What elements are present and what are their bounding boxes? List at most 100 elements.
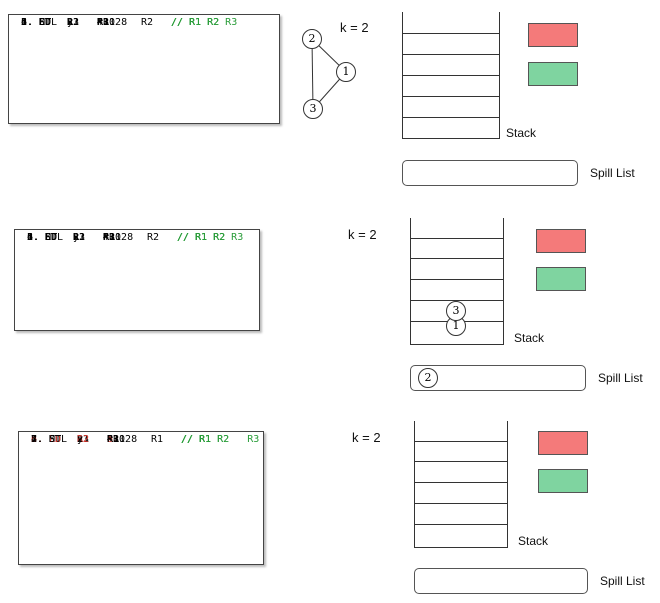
code-op: MUL — [49, 434, 68, 445]
code-b: *R1 — [103, 232, 122, 243]
code-op: ST — [39, 17, 52, 28]
code-op: MUL — [39, 17, 58, 28]
code-num: 6. — [31, 434, 44, 445]
code-num: 4. — [31, 434, 44, 445]
code-a: R1 — [67, 17, 80, 28]
code-a: a — [77, 434, 84, 445]
code-comment: // — [181, 434, 194, 445]
code-b: R1 — [97, 17, 110, 28]
stack-label: Stack — [514, 331, 545, 345]
code-b: R1 — [103, 232, 116, 243]
k-label: k = 2 — [348, 227, 377, 242]
code-b: *R1 — [97, 17, 116, 28]
code-num: 1. — [27, 232, 40, 243]
code-num: 2. — [31, 434, 44, 445]
code-b: a — [107, 434, 114, 445]
code-num: 8. — [31, 434, 44, 445]
code-op: ST — [49, 434, 62, 445]
code-comment: // R1 R2 R3 — [177, 232, 244, 243]
code-a: z — [73, 232, 80, 243]
register-color-green — [538, 469, 588, 493]
code-a: R3 — [73, 232, 86, 243]
code-comment: // R1 R2 — [171, 17, 220, 28]
code-b: R1 — [107, 434, 120, 445]
code-a: R2 — [67, 17, 80, 28]
code-comment: // R1 R2 — [181, 434, 230, 445]
code-comment: // — [177, 232, 190, 243]
code-a: y — [73, 232, 80, 243]
code-a: x — [77, 434, 84, 445]
spill-list-label: Spill List — [598, 371, 643, 385]
code-op: LD — [45, 232, 58, 243]
code-comment: // — [171, 17, 184, 28]
code-a: z — [67, 17, 74, 28]
code-b: R3 — [103, 232, 116, 243]
code-op: ST — [45, 232, 58, 243]
code-op: ST — [45, 232, 58, 243]
code-comment: // R1 R2 R3 — [171, 17, 238, 28]
code-b: R2 — [107, 434, 120, 445]
code-c: R2 — [147, 232, 160, 243]
code-comment: // R1 — [177, 232, 208, 243]
register-color-red — [536, 229, 586, 253]
code-a: R2 — [73, 232, 86, 243]
code-op: LD — [39, 17, 52, 28]
code-op: LD — [49, 434, 62, 445]
code-num: 3. — [31, 434, 44, 445]
graph-node-1: 1 — [336, 62, 356, 82]
spill-list — [414, 568, 588, 594]
code-c: R1 — [151, 434, 164, 445]
code-c: R2 — [141, 17, 154, 28]
code-a: z — [77, 434, 84, 445]
spill-list-label: Spill List — [590, 166, 635, 180]
code-line — [9, 82, 279, 97]
code-op: MUL — [45, 232, 64, 243]
code-b: R1 — [107, 434, 120, 445]
code-comment: // R1 — [177, 232, 208, 243]
code-comment: // R1 — [181, 434, 212, 445]
code-a: y — [77, 434, 84, 445]
code-a: R2 — [77, 434, 90, 445]
code-line — [15, 302, 259, 317]
k-label: k = 2 — [352, 430, 381, 445]
edge-2-3 — [311, 38, 314, 110]
code-num: 7. — [31, 434, 44, 445]
code-line — [9, 51, 279, 66]
code-comment: // R1 R2 — [171, 17, 220, 28]
spill-list — [402, 160, 578, 186]
code-b: #1028 — [97, 17, 128, 28]
code-a: R1 — [73, 232, 86, 243]
code-comment: // R1 — [171, 17, 202, 28]
code-comment: // R1 R3 — [181, 434, 260, 445]
code-op: ST — [49, 434, 62, 445]
code-num: 4. — [27, 232, 40, 243]
register-color-green — [528, 62, 578, 86]
register-color-red — [528, 23, 578, 47]
code-b: #1028 — [103, 232, 134, 243]
code-a: x — [67, 17, 74, 28]
code-comment: // R1 R2 — [177, 232, 226, 243]
code-b: R2 — [97, 17, 110, 28]
code-line — [15, 255, 259, 270]
code-op: ST — [49, 434, 62, 445]
code-a: x — [73, 232, 80, 243]
code-a: R2 — [77, 434, 90, 445]
code-a: R1 — [77, 434, 90, 445]
k-label: k = 2 — [340, 20, 369, 35]
code-num: 3. — [27, 232, 40, 243]
code-num: 6. — [27, 232, 40, 243]
code-num: 5. — [31, 434, 44, 445]
spill-item-node: 2 — [418, 368, 438, 388]
code-b: R2 — [107, 434, 120, 445]
code-b: R1 — [97, 17, 110, 28]
code-op: LD — [49, 434, 62, 445]
code-line — [19, 473, 263, 488]
code-line — [9, 36, 279, 51]
code-b: *R1 — [107, 434, 126, 445]
code-op: ST — [45, 232, 58, 243]
code-line — [19, 457, 263, 472]
code-line — [19, 535, 263, 550]
stack-label: Stack — [518, 534, 549, 548]
